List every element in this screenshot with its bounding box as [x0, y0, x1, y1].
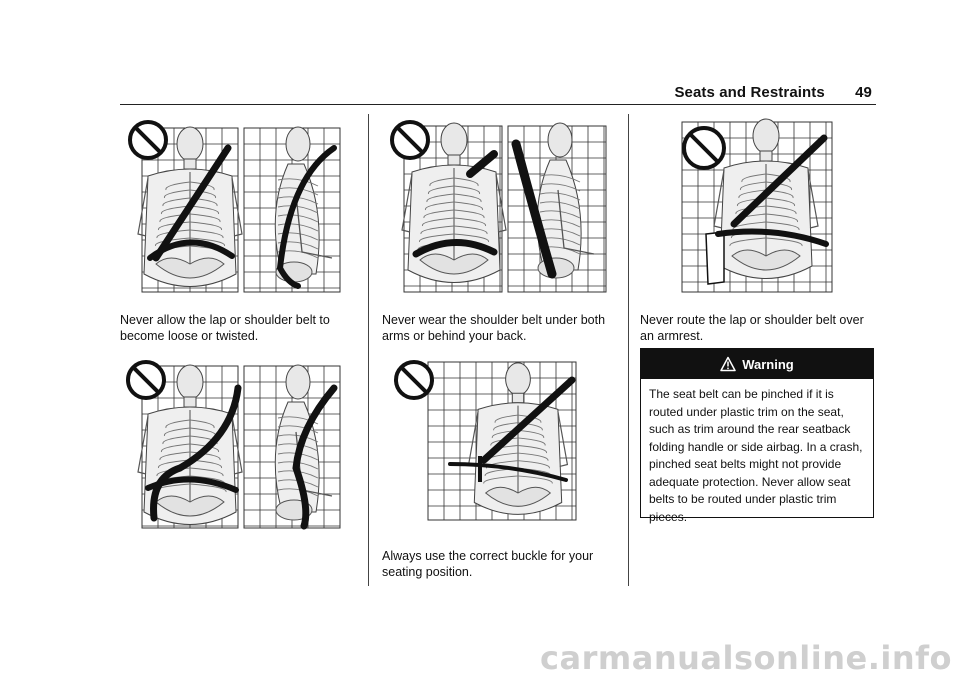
caption-loose-twisted: Never allow the lap or shoulder belt to …	[120, 313, 330, 343]
caption-armrest: Never route the lap or shoulder belt ove…	[640, 313, 864, 343]
seat-belt	[145, 476, 239, 493]
warning-box: Warning The seat belt can be pinched if …	[640, 348, 874, 524]
seat-belt	[480, 376, 576, 464]
warning-title: Warning	[742, 356, 794, 372]
seat-belt	[292, 384, 338, 530]
armrest	[705, 231, 725, 285]
warning-text: The seat belt can be pinched if it is ro…	[649, 387, 863, 524]
seat-belt	[730, 134, 828, 228]
section-title: Seats and Restraints	[674, 84, 825, 101]
column-divider-1	[368, 114, 369, 586]
prohibition-icon	[682, 126, 726, 170]
torso-side	[536, 122, 595, 279]
buckle-tongue	[478, 456, 482, 482]
seat-belt	[150, 384, 242, 522]
column-divider-2	[628, 114, 629, 586]
warning-triangle-icon	[720, 356, 736, 372]
figure-loose-belt	[128, 120, 341, 293]
figure-belt-under-arms	[390, 120, 607, 293]
seat-belt	[448, 462, 568, 482]
seat-belt	[276, 145, 337, 289]
seat-belt	[466, 150, 498, 178]
seat-belt	[715, 228, 829, 247]
header-divider	[120, 104, 876, 105]
seat-belt	[147, 239, 235, 261]
figure-wrong-buckle	[394, 360, 577, 521]
torso-front	[137, 126, 243, 287]
caption-correct-buckle: Always use the correct buckle for your s…	[382, 549, 594, 579]
warning-header: Warning	[641, 349, 873, 379]
page-header: Seats and Restraints 49	[674, 84, 872, 101]
torso-front	[137, 364, 243, 525]
caption-under-arms: Never wear the shoulder belt under both …	[382, 313, 606, 343]
seat-belt	[412, 239, 498, 258]
prohibition-icon	[390, 120, 430, 160]
prohibition-icon	[126, 360, 166, 400]
prohibition-icon	[128, 120, 168, 160]
page-number: 49	[855, 84, 872, 101]
prohibition-icon	[394, 360, 434, 400]
torso-front	[401, 122, 507, 283]
seat-belt	[152, 144, 232, 262]
figure-armrest	[681, 118, 833, 293]
watermark: carmanualsonline.info	[540, 639, 952, 677]
seat-belt	[511, 139, 557, 279]
figure-twisted-belt	[126, 360, 341, 530]
